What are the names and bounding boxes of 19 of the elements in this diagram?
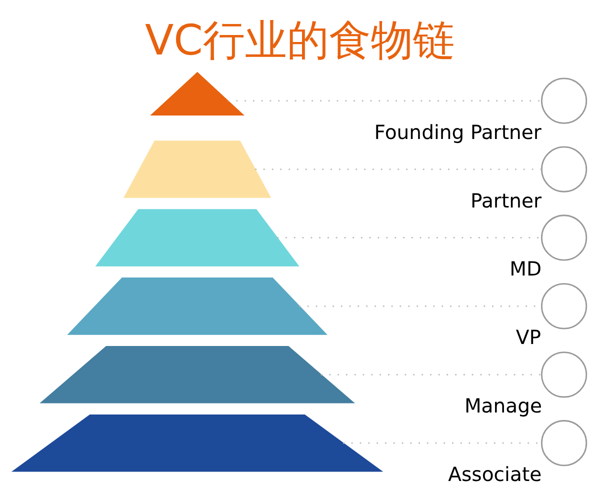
node-person bbox=[541, 214, 588, 260]
node-person bbox=[541, 77, 588, 124]
node-label: Associate bbox=[448, 462, 542, 486]
node-person bbox=[541, 420, 588, 466]
node-label: VP bbox=[516, 326, 542, 349]
node-trapezium bbox=[40, 346, 355, 403]
node-trapezium bbox=[95, 208, 300, 266]
node-trapezium bbox=[124, 140, 272, 198]
node-person bbox=[541, 146, 588, 192]
node-label: Manage bbox=[464, 394, 542, 418]
node-label: Founding Partner bbox=[374, 120, 542, 144]
node-triangle bbox=[150, 71, 244, 115]
node-person bbox=[541, 282, 588, 329]
node-trapezium bbox=[67, 277, 328, 334]
node-label: Partner bbox=[470, 188, 542, 212]
node-person bbox=[541, 351, 588, 398]
diagram-title: VC行业的食物链 bbox=[145, 15, 455, 64]
node-trapezium bbox=[11, 414, 384, 472]
node-label: MD bbox=[510, 257, 542, 280]
